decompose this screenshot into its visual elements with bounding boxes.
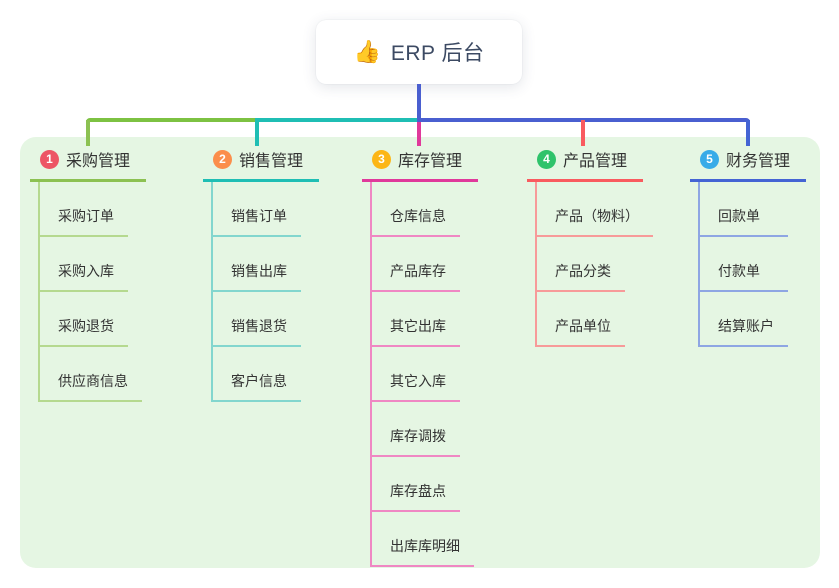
branch-children: 销售订单 销售出库 销售退货 客户信息 <box>211 182 319 402</box>
branch-sales: 2 销售管理 销售订单 销售出库 销售退货 客户信息 <box>203 147 320 402</box>
child-label: 其它出库 <box>390 318 446 334</box>
child-node[interactable]: 库存调拨 <box>372 402 460 457</box>
connector-drop-purchase <box>86 120 90 146</box>
child-label: 销售订单 <box>231 208 287 224</box>
branch-label: 销售管理 <box>239 153 304 170</box>
branch-children: 采购订单 采购入库 采购退货 供应商信息 <box>38 182 146 402</box>
child-label: 供应商信息 <box>58 373 128 389</box>
child-node[interactable]: 销售订单 <box>213 182 301 237</box>
branch-index-badge: 5 <box>700 149 719 169</box>
branch-node-finance[interactable]: 5 财务管理 <box>690 147 807 182</box>
child-node[interactable]: 采购订单 <box>40 182 128 237</box>
child-label: 产品单位 <box>555 318 611 334</box>
branch-children: 产品（物料） 产品分类 产品单位 <box>535 182 653 347</box>
root-title: ERP 后台 <box>390 42 485 65</box>
child-label: 产品（物料） <box>555 208 639 224</box>
branch-node-product[interactable]: 4 产品管理 <box>527 147 644 182</box>
branches-panel <box>20 137 820 568</box>
child-label: 其它入库 <box>390 373 446 389</box>
child-node[interactable]: 库存盘点 <box>372 457 460 512</box>
branch-label: 采购管理 <box>66 153 131 170</box>
child-node[interactable]: 结算账户 <box>700 292 788 347</box>
connector-drop-finance <box>746 120 750 146</box>
child-node[interactable]: 其它入库 <box>372 347 460 402</box>
connector-drop-product <box>581 120 585 146</box>
child-node[interactable]: 产品分类 <box>537 237 625 292</box>
branch-inventory: 3 库存管理 仓库信息 产品库存 其它出库 其它入库 库存调拨 库存盘点 出库库… <box>362 147 479 567</box>
branch-product: 4 产品管理 产品（物料） 产品分类 产品单位 <box>527 147 653 347</box>
thumbs-up-icon: 👍 <box>353 39 381 64</box>
child-label: 产品分类 <box>555 263 611 279</box>
connector-root-stem <box>417 84 421 122</box>
branch-label: 财务管理 <box>726 153 791 170</box>
child-label: 采购退货 <box>58 318 114 334</box>
child-label: 客户信息 <box>231 373 287 389</box>
connector-drop-inventory <box>417 122 421 146</box>
child-node[interactable]: 客户信息 <box>213 347 301 402</box>
branch-node-purchase[interactable]: 1 采购管理 <box>30 147 147 182</box>
child-label: 产品库存 <box>390 263 446 279</box>
child-node[interactable]: 产品单位 <box>537 292 625 347</box>
child-label: 回款单 <box>718 208 760 224</box>
branch-label: 产品管理 <box>563 153 628 170</box>
branch-index-badge: 4 <box>537 149 556 169</box>
branch-node-inventory[interactable]: 3 库存管理 <box>362 147 479 182</box>
child-node[interactable]: 采购退货 <box>40 292 128 347</box>
branch-children: 回款单 付款单 结算账户 <box>698 182 806 347</box>
branch-purchase: 1 采购管理 采购订单 采购入库 采购退货 供应商信息 <box>30 147 147 402</box>
branch-label: 库存管理 <box>398 153 463 170</box>
child-node[interactable]: 付款单 <box>700 237 788 292</box>
child-node[interactable]: 出库库明细 <box>372 512 474 567</box>
child-node[interactable]: 销售出库 <box>213 237 301 292</box>
child-label: 采购订单 <box>58 208 114 224</box>
branch-children: 仓库信息 产品库存 其它出库 其它入库 库存调拨 库存盘点 出库库明细 <box>370 182 478 567</box>
branch-index-badge: 2 <box>213 149 232 169</box>
child-label: 结算账户 <box>718 318 774 334</box>
branch-index-badge: 1 <box>40 149 59 169</box>
child-node[interactable]: 仓库信息 <box>372 182 460 237</box>
child-node[interactable]: 采购入库 <box>40 237 128 292</box>
child-label: 采购入库 <box>58 263 114 279</box>
child-node[interactable]: 销售退货 <box>213 292 301 347</box>
child-label: 库存盘点 <box>390 483 446 499</box>
child-label: 出库库明细 <box>390 538 460 554</box>
child-node[interactable]: 其它出库 <box>372 292 460 347</box>
connector-bus-green <box>86 118 257 122</box>
connector-drop-sales <box>255 120 259 146</box>
root-node[interactable]: 👍 ERP 后台 <box>316 20 522 84</box>
child-label: 付款单 <box>718 263 760 279</box>
child-label: 销售出库 <box>231 263 287 279</box>
child-node[interactable]: 供应商信息 <box>40 347 142 402</box>
connector-bus-teal <box>255 118 419 122</box>
branch-finance: 5 财务管理 回款单 付款单 结算账户 <box>690 147 807 347</box>
child-label: 仓库信息 <box>390 208 446 224</box>
child-node[interactable]: 回款单 <box>700 182 788 237</box>
branch-node-sales[interactable]: 2 销售管理 <box>203 147 320 182</box>
child-label: 销售退货 <box>231 318 287 334</box>
child-node[interactable]: 产品库存 <box>372 237 460 292</box>
branch-index-badge: 3 <box>372 149 391 169</box>
child-label: 库存调拨 <box>390 428 446 444</box>
child-node[interactable]: 产品（物料） <box>537 182 653 237</box>
